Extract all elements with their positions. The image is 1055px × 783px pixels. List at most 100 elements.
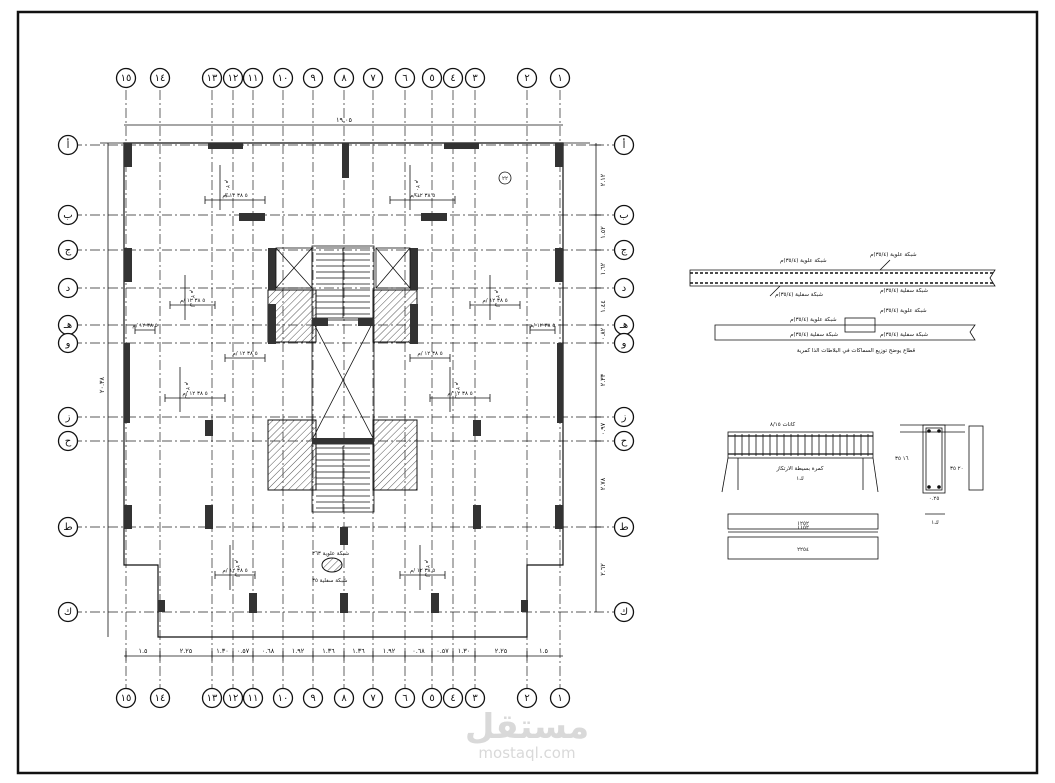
column-axis-bubble — [394, 67, 416, 89]
shear-wall — [267, 419, 317, 491]
column-axis-label: ٦ — [402, 73, 407, 84]
beam — [421, 213, 447, 221]
row-axis-bubble — [613, 277, 635, 299]
column-axis-label: ٩ — [310, 73, 315, 84]
bar-1 — [727, 513, 879, 530]
column-axis-bubble — [201, 687, 223, 709]
overall-height: ٢٠.٣٨ — [98, 376, 106, 393]
row-axis-label: ز — [621, 412, 627, 423]
row-axis-label: ط — [619, 522, 628, 533]
column-axis-label: ١٢ — [228, 73, 239, 84]
bar-3-label: ٢٢٥٤ — [797, 547, 809, 553]
row-axis-label: أ — [67, 138, 70, 151]
rebar-length: ل ٢٠ م — [424, 560, 430, 577]
row-axis-label: ح — [65, 436, 72, 447]
watermark-arabic: مستقل — [465, 707, 589, 747]
column — [473, 505, 481, 529]
beam-label: كمرة بسيطة الارتكاز — [776, 465, 824, 472]
bottom-dim-value: ١.٥ — [138, 647, 148, 655]
column-axis-bubble — [302, 687, 324, 709]
column-axis-bubble — [516, 687, 538, 709]
row-axis-bubble — [613, 134, 635, 156]
right-dim-value: ٠.٨٢ — [599, 327, 607, 340]
row-axis-bubble — [57, 204, 79, 226]
column-axis-label: ٧ — [370, 73, 376, 84]
cross-section-dim: ٠.٢٥ — [929, 496, 940, 502]
column-axis-bubble — [222, 67, 244, 89]
rebar-length: ل ٢٠ م — [189, 290, 195, 307]
column-axis-bubble — [362, 687, 384, 709]
column — [158, 600, 165, 612]
right-dim-value: ١.٦٢ — [599, 262, 607, 275]
column-axis-bubble — [394, 687, 416, 709]
bottom-dim-value: ٠.٥٧ — [436, 647, 449, 655]
column-axis-label: ٣ — [472, 693, 478, 704]
beam — [208, 143, 243, 149]
row-axis-label: أ — [623, 138, 626, 151]
row-axis-label: ج — [65, 245, 72, 256]
column-axis-label: ٩ — [310, 693, 315, 704]
wall — [557, 343, 563, 423]
column-axis-label: ٦ — [402, 693, 407, 704]
row-axis-label: و — [65, 338, 71, 349]
slab-outline — [123, 142, 564, 638]
rebar-length: ل ٢٠ م — [414, 180, 420, 197]
rebar-length: ل ٢٠ م — [494, 290, 500, 307]
rebar-length: ل ٢٠ م — [184, 382, 190, 399]
cross-section-label-2: ٢٠ ٣٥ — [950, 466, 964, 472]
slab-tag-circle — [498, 171, 512, 185]
row-axis-bubble — [613, 239, 635, 261]
bar-2-label: ١١٥٢ — [797, 525, 809, 531]
rebar-spec: ٥ ٣٨ ١٢ /م — [447, 391, 472, 397]
column-axis-bubble — [201, 67, 223, 89]
column — [473, 420, 481, 436]
column-axis-label: ١٥ — [121, 693, 132, 704]
bottom-dim-value: ١.٣٠ — [216, 647, 229, 655]
beam — [239, 213, 265, 221]
column-axis-bubble — [421, 687, 443, 709]
rebar-length: ل ٢٠ م — [224, 180, 230, 197]
beam-tag: ك١ — [796, 476, 804, 482]
column — [521, 600, 528, 612]
column-axis-label: ١١ — [248, 693, 259, 704]
row-axis-label: ز — [65, 412, 71, 423]
column — [124, 505, 132, 529]
column-axis-label: ١٤ — [155, 73, 166, 84]
column-axis-bubble — [516, 67, 538, 89]
row-axis-label: ب — [619, 210, 628, 221]
column-axis-bubble — [362, 67, 384, 89]
section-a-bottom-mesh: شبكة سفلية (٣٥/٤)م — [775, 291, 823, 298]
rebar-spec: ٥ ٣٨ ١٢ /م — [410, 568, 435, 574]
column-axis-bubble — [242, 67, 264, 89]
bottom-dim-value: ٠.٦٨ — [412, 647, 425, 655]
column-axis-bubble — [272, 67, 294, 89]
column-axis-label: ١٣ — [207, 693, 218, 704]
stirrup-label: كانات ٨/١٥ — [770, 421, 796, 428]
column-axis-bubble — [333, 687, 355, 709]
overall-width: ١٩.٠٥ — [336, 116, 353, 124]
rebar-spec: ٥ ٣٨ ١٢ /م — [180, 298, 205, 304]
bottom-dim-value: ١.٣٦ — [352, 647, 365, 655]
section-a-top-mesh-4: شبكة علوية (٣٥/٤)م — [880, 307, 927, 314]
section-a: شبكة علوية (٣٥/٤)م شبكة علوية (٣٥/٤)م شب… — [689, 251, 996, 354]
row-axis-bubble — [613, 601, 635, 623]
mesh-top-label: شبكة علوية ٣٦٣ — [312, 550, 349, 557]
row-axis-bubble — [613, 430, 635, 452]
right-dim-value: ٢.٦٢ — [599, 563, 607, 576]
column-axis-label: ٣ — [472, 73, 478, 84]
rebar-spec: ٥ ٣٨ ١٢ /م — [417, 351, 442, 357]
bottom-dim-value: ١.٣٦ — [322, 647, 335, 655]
row-axis-bubble — [57, 601, 79, 623]
beam — [444, 143, 479, 149]
column — [342, 143, 349, 178]
bottom-dim-value: ١.٣٠ — [458, 647, 471, 655]
column-axis-label: ١ — [557, 73, 562, 84]
column-axis-label: ٨ — [341, 73, 347, 84]
right-dim-value: ١.٥٢ — [599, 226, 607, 239]
row-axis-label: ح — [621, 436, 628, 447]
row-axis-label: ط — [63, 522, 72, 533]
rebar-spec: ٥ ٣٨ ١٢ /م — [182, 391, 207, 397]
right-dimensions: ٢.١٢١.٥٢١.٦٢١.٤٤٠.٨٢٢.٣٣٠.٩٧٢.٧٨٢.٦٢ — [591, 144, 607, 576]
